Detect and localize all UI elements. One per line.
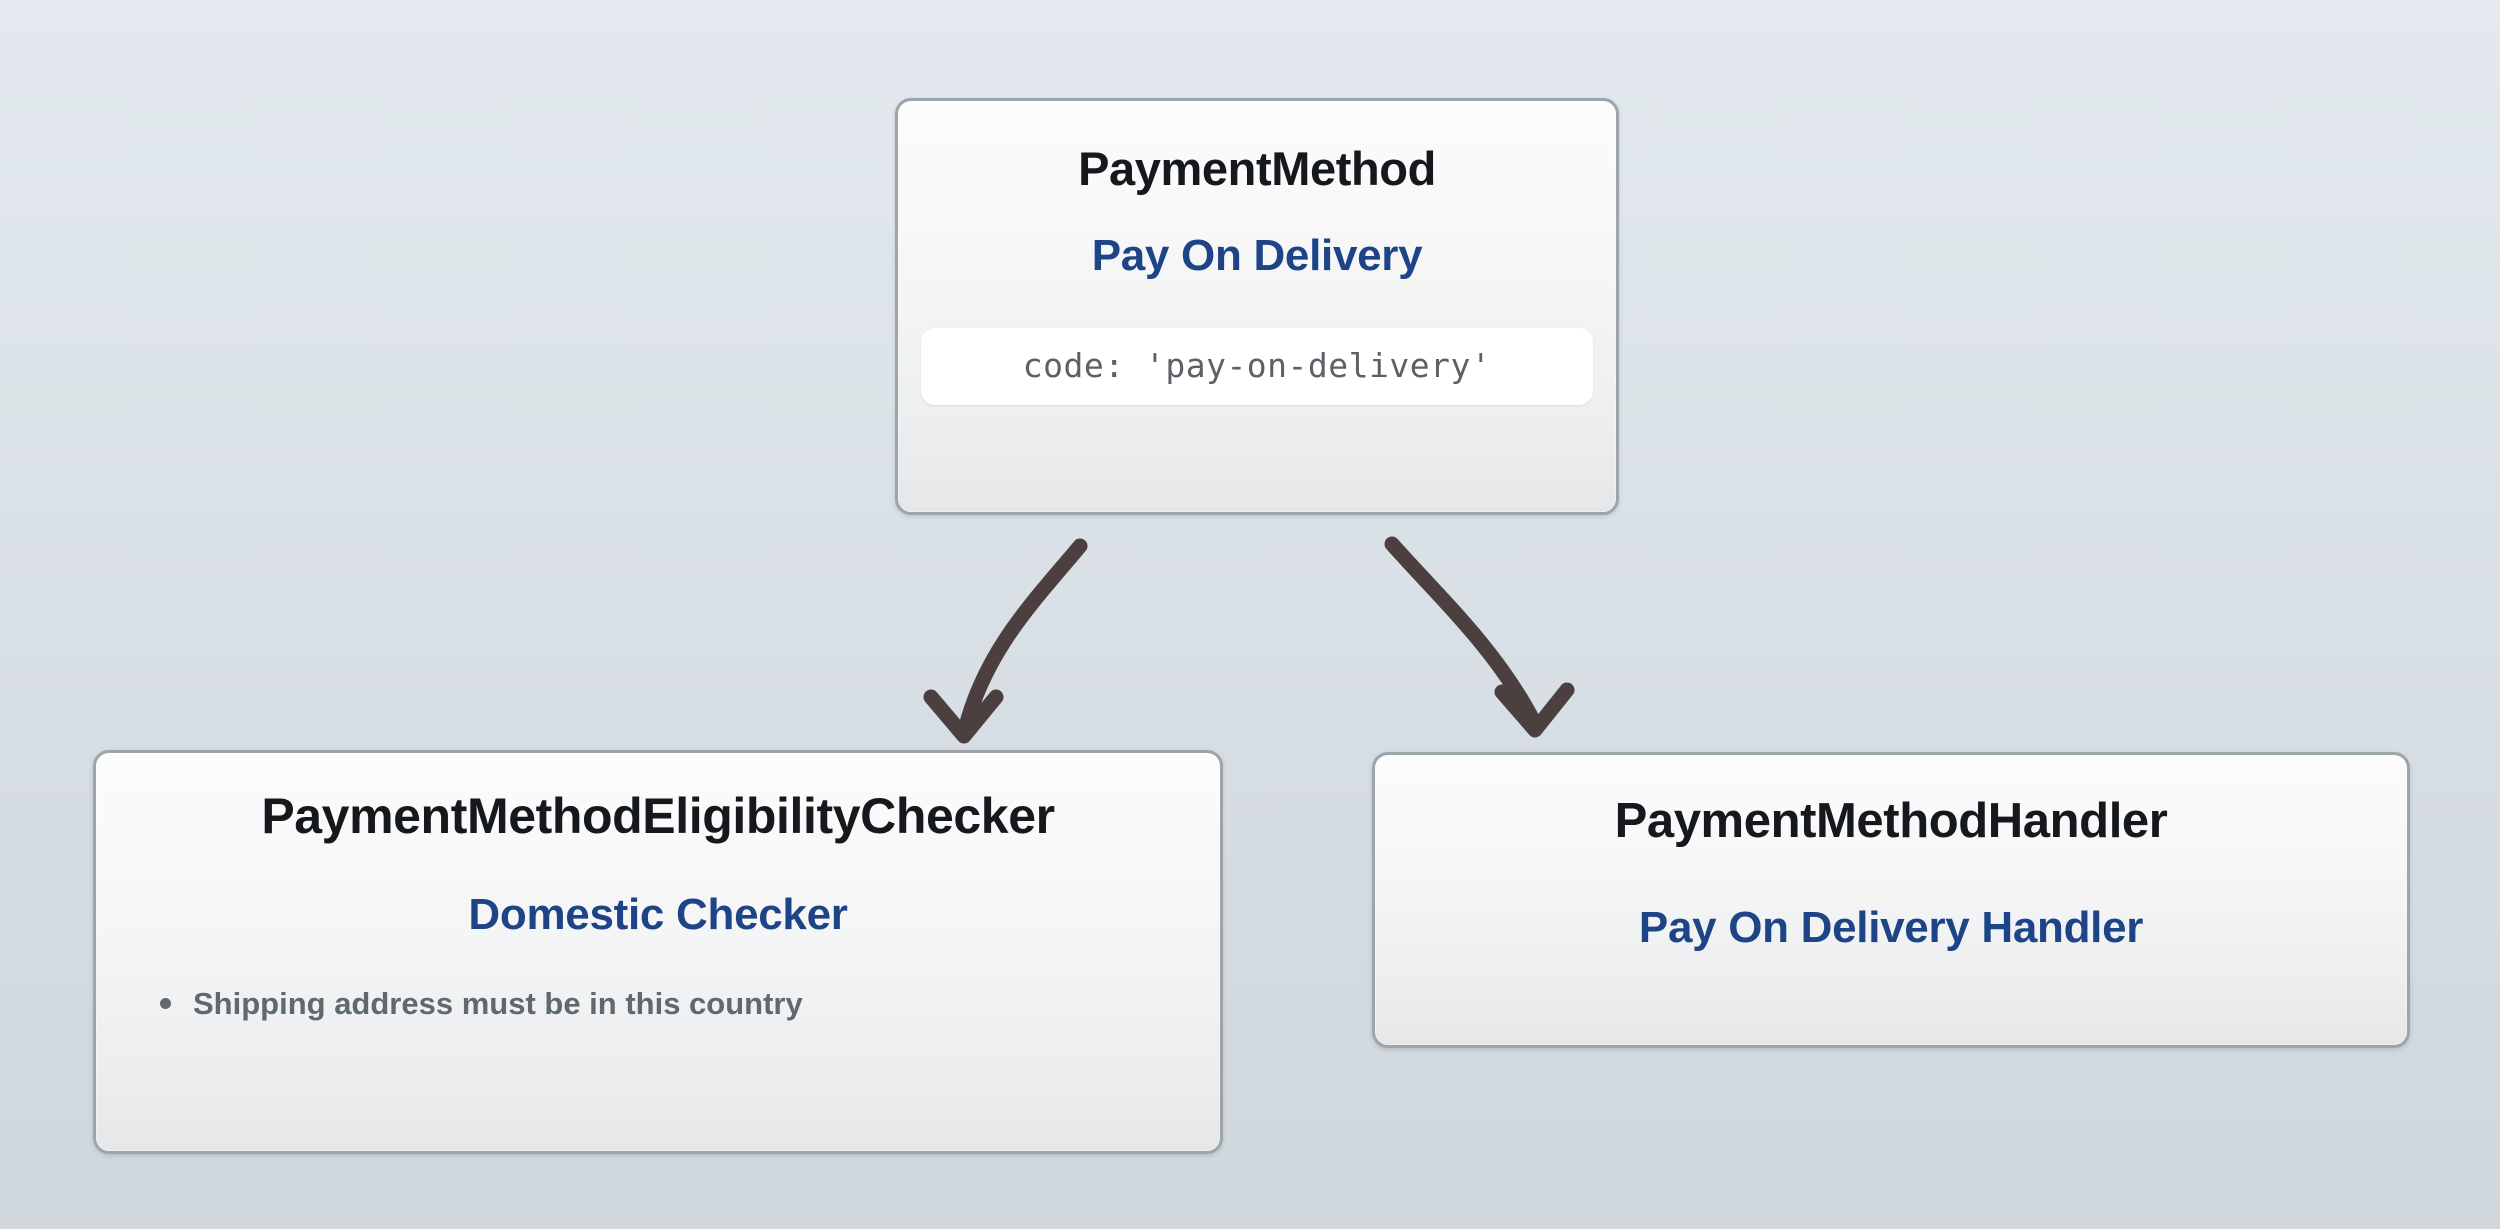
node-payment-method-handler-name: Pay On Delivery Handler — [1638, 903, 2144, 952]
edge-to-eligibility-checker — [923, 538, 1088, 744]
edge-to-handler-head — [1494, 682, 1575, 738]
edge-to-handler-curve — [1384, 536, 1542, 730]
edge-to-eligibility-checker-curve — [957, 538, 1088, 738]
node-payment-method-name: Pay On Delivery — [1091, 231, 1423, 280]
node-payment-method-code-chip: code: 'pay-on-delivery' — [921, 328, 1593, 405]
node-eligibility-checker-type: PaymentMethodEligibilityChecker — [261, 788, 1055, 844]
node-eligibility-checker-name: Domestic Checker — [468, 890, 848, 939]
edge-to-handler — [1384, 536, 1575, 738]
eligibility-rule-list: Shipping address must be in this country — [152, 985, 1198, 1022]
node-payment-method-type: PaymentMethod — [1078, 142, 1436, 195]
bullet-icon — [160, 998, 171, 1009]
node-eligibility-checker[interactable]: PaymentMethodEligibilityChecker Domestic… — [93, 750, 1223, 1154]
list-item: Shipping address must be in this country — [152, 985, 1198, 1022]
edge-to-eligibility-checker-head — [923, 689, 1004, 744]
node-payment-method-handler[interactable]: PaymentMethodHandler Pay On Delivery Han… — [1372, 752, 2410, 1048]
node-payment-method-code: code: 'pay-on-delivery' — [1022, 346, 1492, 385]
eligibility-rule-text: Shipping address must be in this country — [193, 986, 803, 1021]
node-payment-method-handler-type: PaymentMethodHandler — [1614, 794, 2168, 848]
node-payment-method[interactable]: PaymentMethod Pay On Delivery code: 'pay… — [895, 98, 1619, 515]
